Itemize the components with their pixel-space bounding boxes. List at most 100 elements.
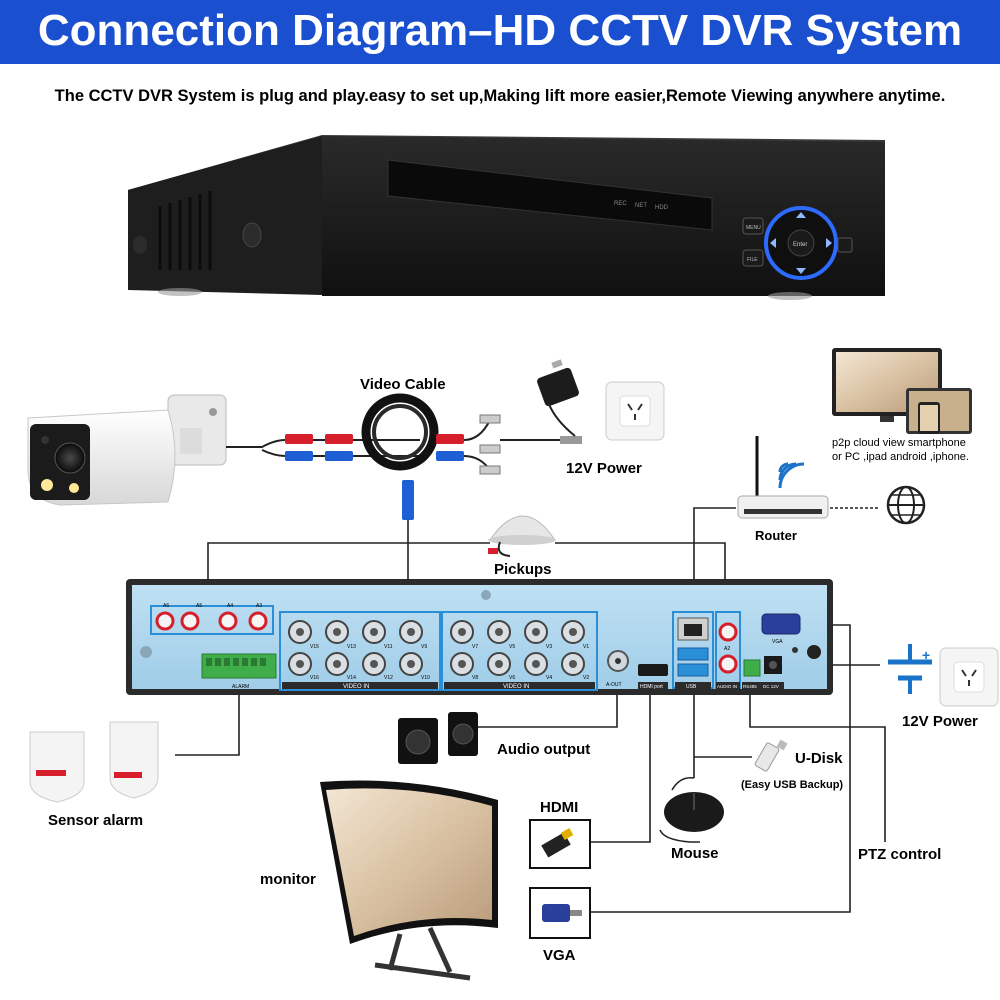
bnc-port-pin [495, 660, 503, 668]
mouse-label: Mouse [671, 845, 719, 862]
bnc-port-pin [495, 628, 503, 636]
arrow-up-icon[interactable] [796, 212, 806, 218]
bnc-plug-blue [285, 451, 313, 461]
arrow-down-icon[interactable] [796, 268, 806, 274]
sensor-alarm-label: Sensor alarm [48, 812, 144, 829]
bnc-port-label: V3 [546, 644, 552, 650]
wifi-icon [778, 462, 789, 473]
power-top-label: 12V Power [566, 460, 642, 477]
audio-in-ports [155, 611, 268, 631]
dc-power-symbol-icon: + [888, 644, 932, 694]
menu-button-label: MENU [746, 225, 761, 231]
rca-port[interactable] [155, 611, 175, 631]
port-label-a5: A5 [196, 603, 202, 609]
arrow-left-icon[interactable] [770, 238, 776, 248]
cable-coil [372, 404, 428, 460]
file-button[interactable] [742, 249, 764, 267]
bnc-port-pin [333, 628, 341, 636]
port-label-audio-in: AUDIO IN [717, 684, 737, 689]
bnc-port-pin [532, 628, 540, 636]
screw-icon [481, 590, 491, 600]
rca-plug-red [285, 434, 313, 444]
vga-label: VGA [543, 947, 576, 964]
usb-port[interactable] [677, 663, 709, 677]
port-label-a3: A3 [256, 603, 262, 609]
indicator-rec: REC [614, 201, 627, 207]
rca-port[interactable] [180, 611, 200, 631]
power-right-label: 12V Power [902, 713, 978, 730]
mouse-icon [659, 776, 724, 843]
wall-socket-icon [605, 381, 665, 441]
splitter-plug [479, 444, 501, 454]
audio-output-label: Audio output [497, 741, 591, 758]
video-cable-label: Video Cable [360, 376, 446, 393]
bnc-port-label: V7 [472, 644, 478, 650]
bnc-port-label: V10 [421, 675, 430, 681]
rca-port[interactable] [718, 622, 738, 642]
screw-icon [209, 408, 217, 416]
camera-arm [180, 428, 202, 454]
foot [158, 288, 202, 296]
file-button-label: FILE [747, 257, 758, 263]
svg-text:+: + [922, 647, 930, 663]
bnc-port-label: V8 [472, 675, 478, 681]
bnc-port-label: V1 [583, 644, 589, 650]
enter-button[interactable] [787, 229, 815, 257]
video-in-group2-box [441, 611, 598, 691]
bnc-plug-blue [436, 451, 464, 461]
dc-plug [560, 436, 582, 444]
bnc-port-label: V14 [347, 675, 356, 681]
splitter-plug [479, 465, 501, 475]
bnc-port-pin [333, 660, 341, 668]
ground-screw-icon [807, 645, 821, 659]
vga-port[interactable] [761, 613, 801, 635]
rca-plug-red [436, 434, 464, 444]
bnc-port-pin [458, 660, 466, 668]
bnc-port-label: V12 [384, 675, 393, 681]
bnc-port-label: V6 [509, 675, 515, 681]
power-adapter-icon [537, 359, 579, 437]
rca-port[interactable] [248, 611, 268, 631]
rca-port[interactable] [718, 654, 738, 674]
bnc-port-pin [569, 660, 577, 668]
indicator-net: NET [635, 203, 647, 209]
hdmi-label: HDMI [540, 799, 579, 816]
bnc-port-label: V16 [310, 675, 319, 681]
globe-icon [886, 485, 926, 525]
power-button[interactable] [837, 237, 853, 253]
dvr-front-unit: REC NET HDD MENU FILE Enter [128, 135, 885, 300]
video-in-caption: VIDEO IN [503, 684, 529, 690]
bnc-port-pin [407, 660, 415, 668]
screw-icon [133, 236, 147, 254]
audio-in-group-box [150, 605, 274, 635]
rs485-terminal[interactable] [743, 659, 761, 677]
screw-icon [242, 222, 262, 248]
hdmi-port[interactable] [638, 664, 668, 676]
bnc-plug-blue [402, 480, 414, 520]
camera-lens-icon [54, 442, 86, 474]
monitor-label: monitor [260, 871, 316, 888]
motion-sensor-icon [29, 721, 159, 803]
usb-port[interactable] [677, 647, 709, 661]
dvr-front-side [128, 136, 322, 295]
p2p-line2: or PC ,ipad android ,iphone. [832, 451, 969, 463]
bnc-port-label: V9 [421, 644, 427, 650]
enter-button-label: Enter [793, 242, 807, 248]
menu-button[interactable] [742, 217, 764, 235]
rca-port[interactable] [218, 611, 238, 631]
bnc-port-label: V5 [509, 644, 515, 650]
cable-coil [361, 393, 439, 471]
video-in-group1-box [279, 611, 441, 691]
arrow-right-icon[interactable] [826, 238, 832, 248]
video-in-caption-bar [282, 682, 438, 689]
camera-cable [226, 393, 582, 520]
bnc-port-pin [458, 628, 466, 636]
foot [768, 292, 812, 300]
p2p-devices-icon [832, 348, 972, 434]
dvr-display-window [387, 159, 713, 231]
port-label-rs485: RS485 [743, 684, 757, 689]
led-light-icon [69, 483, 79, 493]
port-label-dc: DC 12V [763, 684, 779, 689]
